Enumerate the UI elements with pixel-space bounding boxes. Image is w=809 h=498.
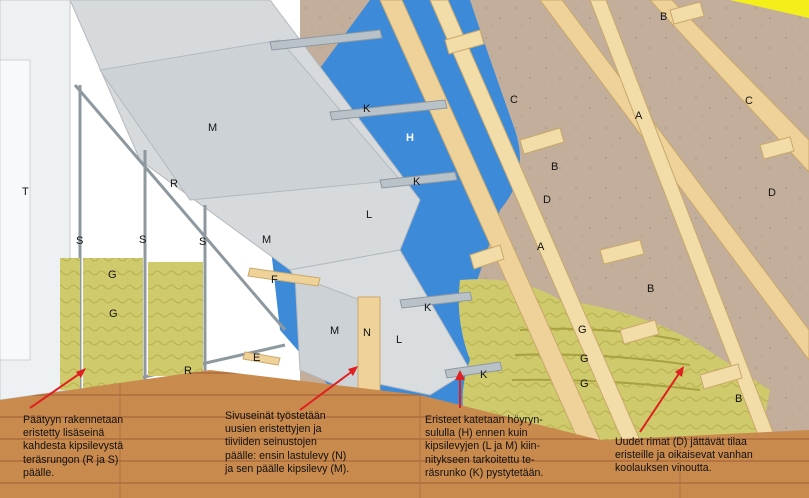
label-k2: K: [413, 176, 421, 188]
label-s3: S: [199, 236, 206, 248]
label-m1: M: [208, 122, 217, 134]
label-s1: S: [76, 235, 83, 247]
label-b1: B: [660, 11, 667, 23]
part-labels: B C C A B D D A B B G G G H K K K K M M …: [22, 11, 776, 405]
wall-insulation: [60, 258, 203, 390]
caption-gable-wall: Päätyyn rakennetaan eristetty lisäseinä …: [23, 414, 124, 479]
label-k1: K: [363, 103, 371, 115]
label-b3: B: [647, 283, 654, 295]
label-c2: C: [745, 95, 753, 107]
caption-side-walls: Sivuseinät työstetään uusien eristettyje…: [225, 410, 350, 475]
timber-e: [242, 351, 281, 366]
label-g-r1: G: [578, 324, 587, 336]
label-d2: D: [768, 187, 776, 199]
label-g-r3: G: [580, 378, 589, 390]
label-k3: K: [424, 302, 432, 314]
label-a1: A: [635, 110, 643, 122]
label-n: N: [363, 327, 371, 339]
label-h: H: [406, 132, 414, 144]
label-s2: S: [139, 234, 146, 246]
label-f: F: [271, 274, 278, 286]
label-l1: L: [366, 209, 372, 221]
yellow-accent: [730, 0, 809, 18]
label-r1: R: [170, 178, 178, 190]
label-g-l1: G: [108, 269, 117, 281]
label-g-l2: G: [109, 308, 118, 320]
floor: [0, 370, 809, 498]
label-r2: R: [184, 365, 192, 377]
label-m3: M: [330, 325, 339, 337]
steel-channels: [269, 29, 503, 379]
label-g-r2: G: [580, 353, 589, 365]
caption-vapor-barrier: Eristeet katetaan höyryn- sululla (H) en…: [425, 414, 544, 479]
label-t: T: [22, 186, 29, 198]
window-frame: [0, 59, 31, 361]
label-l2: L: [396, 334, 402, 346]
label-m2: M: [262, 234, 271, 246]
cross-blocks: [444, 1, 795, 390]
chipboard-n: [357, 296, 381, 398]
label-a2: A: [537, 241, 545, 253]
timber-f: [247, 267, 321, 287]
label-b4: B: [735, 393, 742, 405]
caption-new-battens: Uudet rimat (D) jättävät tilaa eristeill…: [615, 436, 753, 475]
callout-arrows: [29, 366, 684, 433]
label-c1: C: [510, 94, 518, 106]
label-b2: B: [551, 161, 558, 173]
label-e: E: [253, 352, 260, 364]
label-d1: D: [543, 194, 551, 206]
label-k4: K: [480, 369, 488, 381]
